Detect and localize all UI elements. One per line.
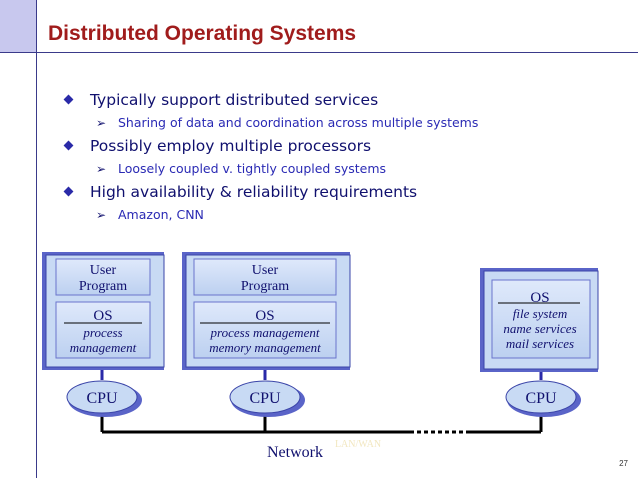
os-box: [55, 301, 151, 359]
os-service: process: [82, 325, 122, 340]
os-label: OS: [255, 308, 274, 324]
sub-bullet-text: Amazon, CNN: [118, 207, 204, 222]
bullet-list: Typically support distributed services ➢…: [62, 88, 622, 226]
cpu-1: CPU: [66, 380, 142, 417]
sub-bullet-text: Sharing of data and coordination across …: [118, 115, 479, 130]
slide-title: Distributed Operating Systems: [48, 22, 357, 45]
cpu-label: CPU: [249, 390, 281, 407]
node-1: User Program OS process management: [42, 252, 165, 370]
left-rule: [36, 52, 37, 478]
os-box: [491, 279, 591, 359]
bullet-item: Typically support distributed services: [62, 88, 622, 112]
cpu-3: CPU: [505, 380, 581, 417]
user-program-box: [193, 258, 337, 296]
network-sublabel: LAN/WAN: [335, 439, 381, 450]
arrow-bullet-icon: ➢: [96, 162, 107, 176]
network-wiring: [100, 413, 543, 434]
os-service: management: [70, 340, 137, 355]
node-2: User Program OS process management memor…: [182, 252, 351, 370]
cpu-2: CPU: [229, 380, 305, 417]
os-label: OS: [530, 290, 549, 306]
sub-bullet-item: ➢ Amazon, CNN: [62, 204, 622, 226]
bullet-text: High availability & reliability requirem…: [90, 183, 418, 201]
user-program-label: User: [90, 263, 117, 278]
os-service: memory management: [209, 340, 321, 355]
os-box: [193, 301, 337, 359]
bullet-text: Possibly employ multiple processors: [90, 137, 372, 155]
os-service: file system: [513, 306, 568, 321]
corner-decoration: [0, 0, 37, 53]
node-3: OS file system name services mail servic…: [480, 268, 599, 372]
user-program-label: Program: [241, 279, 289, 294]
title-rule: [36, 52, 638, 53]
bullet-text: Typically support distributed services: [90, 91, 379, 109]
arrow-bullet-icon: ➢: [96, 208, 107, 222]
arrow-bullet-icon: ➢: [96, 116, 107, 130]
sub-bullet-item: ➢ Loosely coupled v. tightly coupled sys…: [62, 158, 622, 180]
user-program-label: Program: [79, 279, 127, 294]
os-service: mail services: [506, 336, 574, 351]
page-number: 27: [619, 459, 628, 468]
sub-bullet-text: Loosely coupled v. tightly coupled syste…: [118, 161, 387, 176]
os-service: process management: [210, 325, 320, 340]
os-service: name services: [503, 321, 576, 336]
cpu-label: CPU: [525, 390, 557, 407]
bullet-item: Possibly employ multiple processors: [62, 134, 622, 158]
bullet-item: High availability & reliability requirem…: [62, 180, 622, 204]
network-label: Network: [267, 444, 323, 461]
os-label: OS: [93, 308, 112, 324]
user-program-box: [55, 258, 151, 296]
user-program-label: User: [252, 263, 279, 278]
sub-bullet-item: ➢ Sharing of data and coordination acros…: [62, 112, 622, 134]
cpu-label: CPU: [86, 390, 118, 407]
